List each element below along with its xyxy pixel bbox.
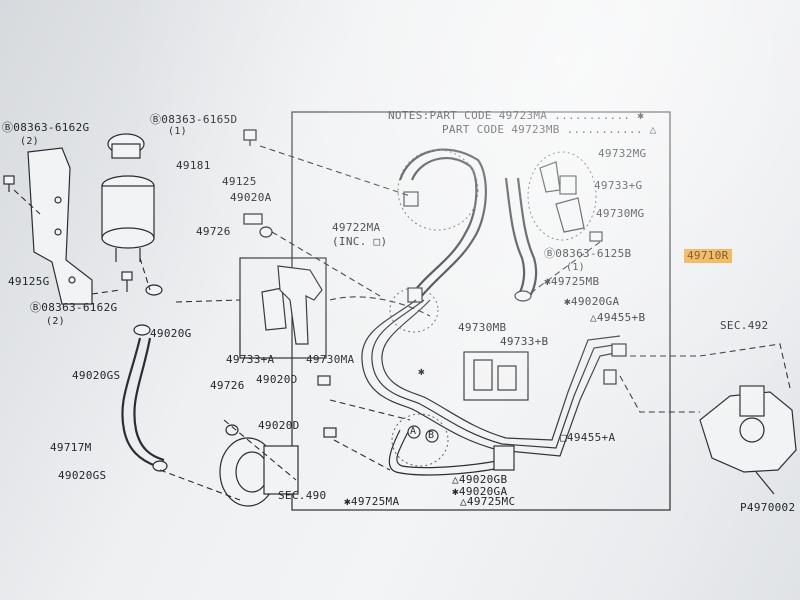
label-49726-mid[interactable]: 49726 xyxy=(210,379,245,392)
label-49020D-1[interactable]: 49020D xyxy=(256,373,298,386)
label-49181[interactable]: 49181 xyxy=(176,159,211,172)
label-49722MA[interactable]: 49722MA xyxy=(332,221,381,234)
hose-fitting-bottom xyxy=(407,287,423,303)
label-49717M[interactable]: 49717M xyxy=(50,441,92,454)
label-49020A[interactable]: 49020A xyxy=(230,191,272,204)
label-49020GA-top[interactable]: ✱49020GA xyxy=(564,295,620,308)
label-49020GS-bottom[interactable]: 49020GS xyxy=(58,469,107,482)
bolt-49020D-2 xyxy=(323,427,337,438)
label-49725MC[interactable]: △49725MC xyxy=(460,495,516,508)
label-sec-490[interactable]: SEC.490 xyxy=(278,489,327,502)
pump-body xyxy=(263,445,299,495)
label-49125G[interactable]: 49125G xyxy=(8,275,50,288)
reservoir-cap-body xyxy=(111,143,141,159)
label-49710R-highlighted[interactable]: 49710R xyxy=(684,249,732,263)
label-49733G[interactable]: 49733+G xyxy=(594,179,643,192)
clamp-49020GS xyxy=(152,460,168,472)
tube-junction xyxy=(493,445,515,471)
mount-49733A xyxy=(261,287,287,331)
label-49455A[interactable]: □49455+A xyxy=(560,431,616,444)
return-hose-49717M xyxy=(121,337,157,468)
label-qty-1-6165D: (1) xyxy=(168,126,187,137)
clamp-49020G xyxy=(133,324,151,336)
circle-letter-a: A xyxy=(410,426,417,437)
return-hose-49725MB xyxy=(504,177,526,297)
label-49725MA[interactable]: ✱49725MA xyxy=(344,495,400,508)
label-49730MG[interactable]: 49730MG xyxy=(596,207,645,220)
label-08363-6162G-top[interactable]: Ⓑ08363-6162G xyxy=(2,121,90,134)
notes-line-1: NOTES:PART CODE 49723MA ........... ✱ xyxy=(388,109,645,122)
label-49020D-2[interactable]: 49020D xyxy=(258,419,300,432)
clamp-49730MB xyxy=(473,359,493,391)
label-49020GS-top[interactable]: 49020GS xyxy=(72,369,121,382)
bracket-49730MG xyxy=(555,197,585,233)
bolt-49020D-1 xyxy=(317,375,331,386)
label-08363-6125B[interactable]: Ⓑ08363-6125B xyxy=(544,247,632,260)
label-p4970002: P4970002 xyxy=(740,501,796,514)
label-49730MB[interactable]: 49730MB xyxy=(458,321,507,334)
mount-49733G xyxy=(559,175,577,195)
label-49725MB[interactable]: ✱49725MB xyxy=(544,275,600,288)
label-49726-top[interactable]: 49726 xyxy=(196,225,231,238)
label-49125[interactable]: 49125 xyxy=(222,175,257,188)
label-49020G[interactable]: 49020G xyxy=(150,327,192,340)
label-qty-2-top: (2) xyxy=(20,136,39,147)
label-sec-492[interactable]: SEC.492 xyxy=(720,319,769,332)
hose-fitting-top xyxy=(403,191,419,207)
fitting-49020A xyxy=(243,213,263,225)
notes-line-2: PART CODE 49723MB ........... △ xyxy=(442,123,657,136)
mount-49733B xyxy=(497,365,517,391)
label-qty-2-bottom: (2) xyxy=(46,316,65,327)
label-08363-6165D[interactable]: Ⓑ08363-6165D xyxy=(150,113,238,126)
fitting-49455B xyxy=(611,343,627,357)
label-49730MA[interactable]: 49730MA xyxy=(306,353,355,366)
clamp-49020G-top xyxy=(145,284,163,296)
bracket-49730MA xyxy=(277,265,323,345)
clamp-49020GA-top xyxy=(514,290,532,302)
bolt-top-left xyxy=(3,175,15,185)
label-49732MG[interactable]: 49732MG xyxy=(598,147,647,160)
label-08363-6162G-bottom[interactable]: Ⓑ08363-6162G xyxy=(30,301,118,314)
reservoir-bottom xyxy=(101,227,155,249)
label-49722MA-inc: (INC. □) xyxy=(332,235,388,248)
washer-49726 xyxy=(259,226,273,238)
label-star-marker: ✱ xyxy=(418,365,425,378)
bolt-mid xyxy=(121,271,133,281)
circle-letter-b: B xyxy=(428,430,435,441)
bolt-6165D xyxy=(243,129,257,141)
label-qty-1-6125B: (1) xyxy=(566,262,585,273)
label-49733A[interactable]: 49733+A xyxy=(226,353,275,366)
label-49455B[interactable]: △49455+B xyxy=(590,311,646,324)
fitting-49455A xyxy=(603,369,617,385)
clamp-49732MG xyxy=(539,161,561,193)
bolt-6125B xyxy=(589,231,603,242)
label-49733B[interactable]: 49733+B xyxy=(500,335,549,348)
